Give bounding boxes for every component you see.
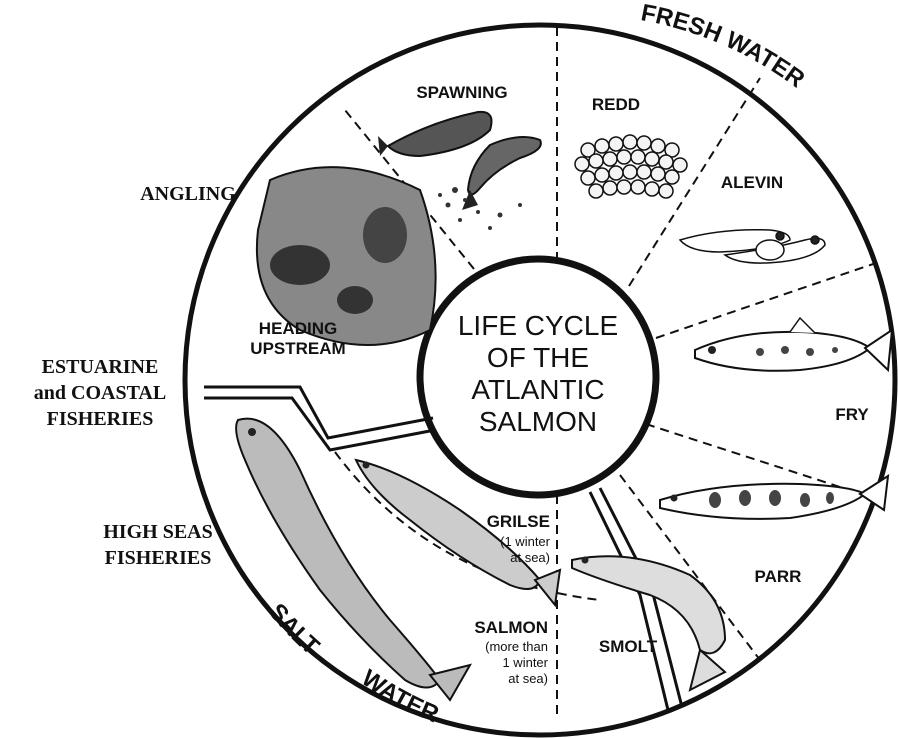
stage-label-fry: FRY: [835, 405, 869, 424]
center-title-line-1: LIFE CYCLE: [458, 310, 618, 341]
fishery-label-estuarine-1: ESTUARINE: [42, 356, 159, 378]
center-title-line-2: OF THE: [487, 342, 589, 373]
center-title-line-3: ATLANTIC: [471, 374, 604, 405]
stage-label-heading: HEADING: [259, 319, 337, 338]
fry-illustration: [695, 318, 892, 371]
salmon-illustration: [236, 419, 470, 700]
fishery-label-angling: ANGLING: [140, 183, 236, 205]
salmon-note-1: (more than: [485, 639, 548, 654]
redd-eggs-illustration: [575, 135, 687, 198]
grilse-note-2: at sea): [510, 550, 550, 565]
alevin-illustration: [680, 230, 825, 263]
fishery-label-estuarine-3: FISHERIES: [47, 408, 154, 430]
stage-label-smolt: SMOLT: [599, 637, 658, 656]
fishery-label-high-seas-2: FISHERIES: [105, 547, 212, 569]
fishery-label-estuarine-2: and COASTAL: [34, 382, 166, 404]
stage-label-spawning: SPAWNING: [416, 83, 507, 102]
salt-water-label-1: SALT: [263, 598, 324, 660]
stage-label-alevin: ALEVIN: [721, 173, 783, 192]
stage-label-grilse: GRILSE: [487, 512, 550, 531]
smolt-illustration: [572, 556, 725, 690]
stage-label-redd: REDD: [592, 95, 640, 114]
stage-label-upstream: UPSTREAM: [250, 339, 345, 358]
salmon-note-2: 1 winter: [502, 655, 548, 670]
fishery-label-high-seas-1: HIGH SEAS: [103, 521, 212, 543]
salmon-note-3: at sea): [508, 671, 548, 686]
parr-illustration: [660, 476, 888, 519]
stage-label-parr: PARR: [755, 567, 802, 586]
stage-label-salmon: SALMON: [474, 618, 548, 637]
grilse-note-1: (1 winter: [500, 534, 551, 549]
center-title-line-4: SALMON: [479, 406, 597, 437]
